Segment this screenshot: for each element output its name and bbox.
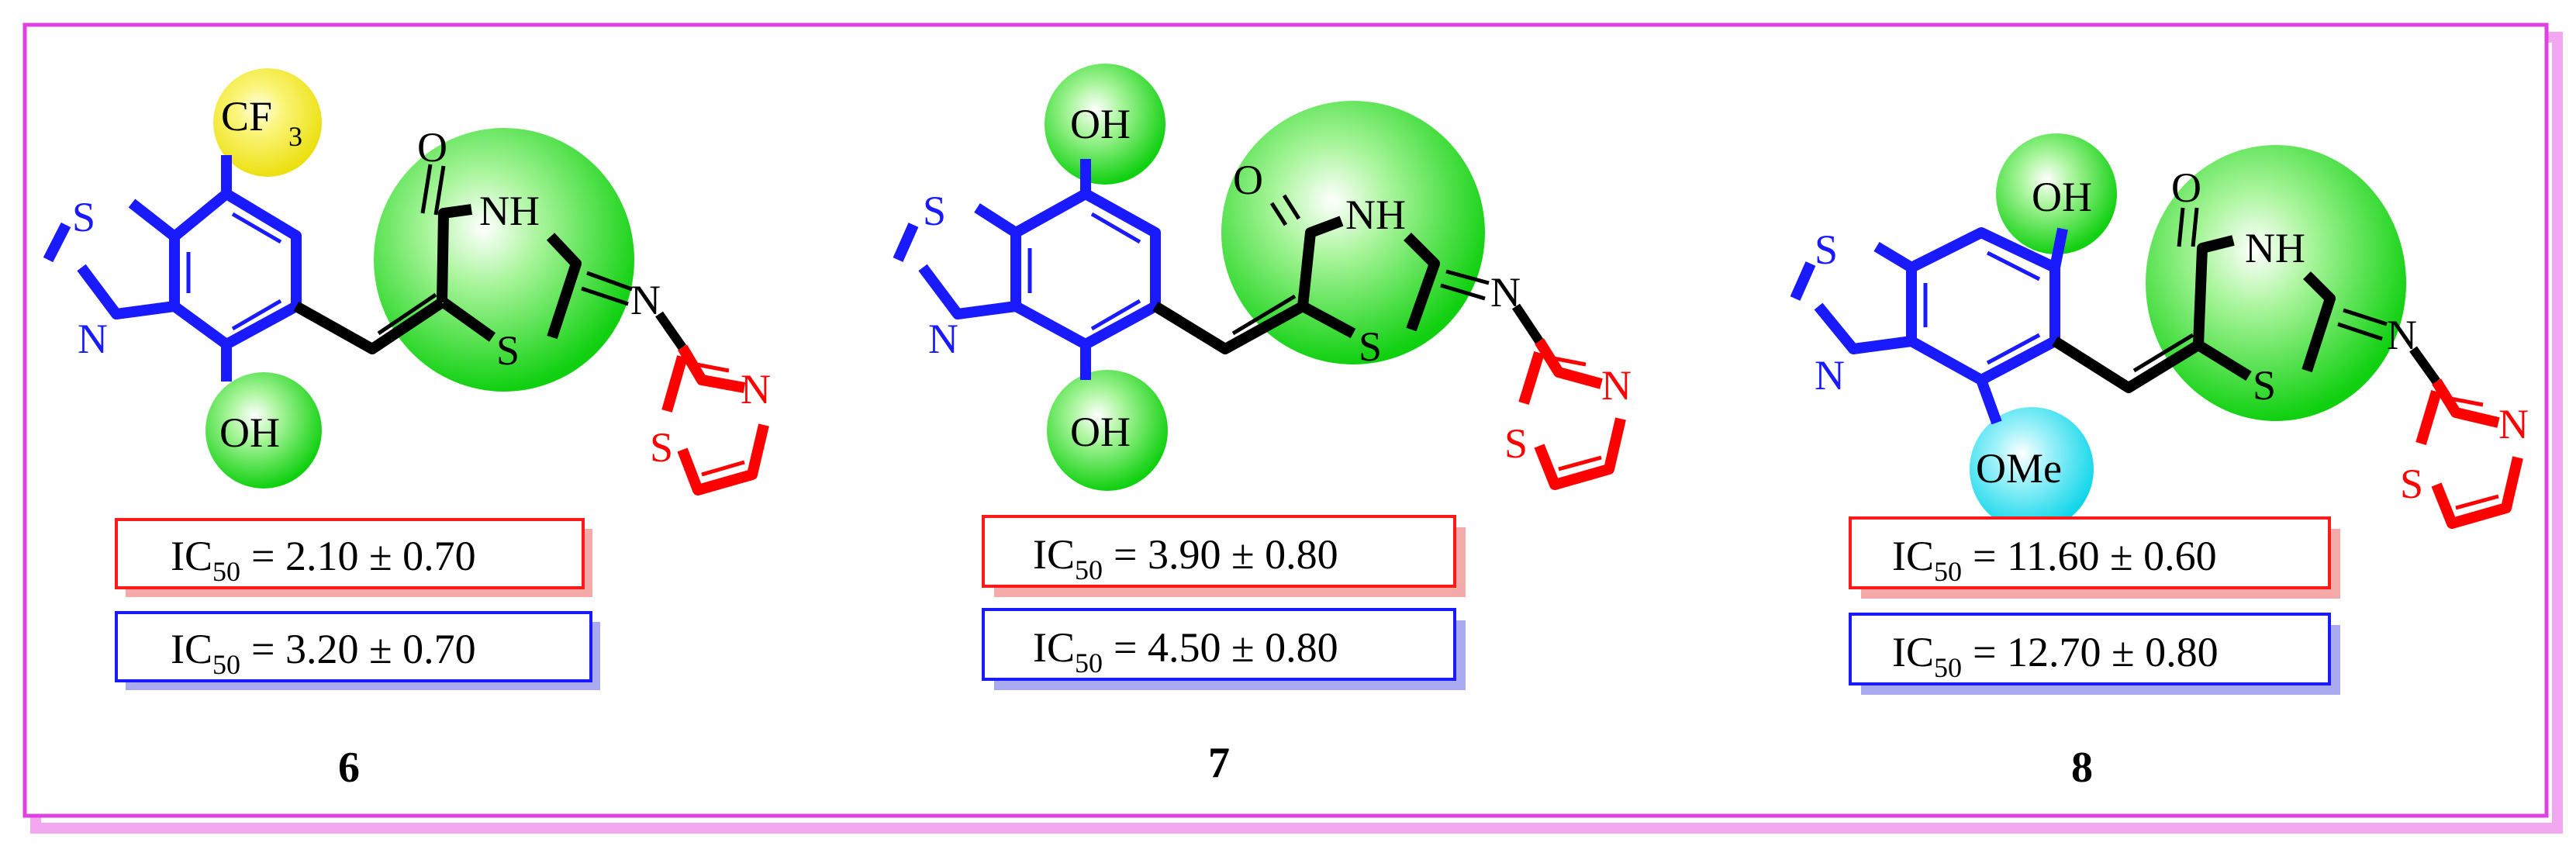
compound-number: 8	[2071, 744, 2093, 792]
imine-link	[1512, 303, 1543, 344]
benzothiazole-inner-bonds	[1923, 250, 2041, 365]
thiazole-double-bonds	[696, 362, 745, 477]
atom-n-thiazole: N	[2498, 401, 2529, 447]
substituent-top: OH	[1070, 101, 1131, 147]
atom-s-benzo: S	[72, 194, 95, 240]
atom-o-carbonyl: O	[417, 124, 447, 171]
substituent-bottom: OH	[219, 409, 280, 456]
double-bonds	[1231, 194, 1490, 336]
thiazolidinone-ring	[1152, 216, 1440, 354]
double-bonds	[2132, 207, 2388, 373]
thiazole-ring	[1518, 338, 1626, 490]
substituent-top-subscript: 3	[288, 121, 302, 152]
substituent-top: OH	[2032, 174, 2092, 220]
atom-s-benzo: S	[923, 188, 946, 234]
atom-s-benzo: S	[1815, 226, 1838, 273]
ic50-box-2-text: IC50= 4.50 ± 0.80	[1033, 624, 1338, 679]
atom-nh: NH	[1345, 192, 1406, 238]
ic50-box-2	[115, 611, 592, 682]
highlight-oh-top-circle	[1045, 64, 1165, 185]
ic50-box-1	[982, 515, 1456, 588]
imine-link	[2409, 346, 2440, 385]
atom-n-benzo: N	[1815, 352, 1845, 399]
atom-o-carbonyl: O	[1233, 157, 1263, 203]
atom-s-thiazole: S	[1504, 420, 1528, 467]
ic50-box-1-text: IC50= 3.90 ± 0.80	[1033, 531, 1338, 585]
compound-number: 6	[338, 744, 360, 792]
atom-n-thiazole: N	[741, 366, 771, 413]
atom-s-thiazole: S	[650, 424, 673, 471]
compound-8: S N OH OMe O NH S N N S IC50= 11.60 ± 0.…	[1790, 133, 2529, 792]
highlight-oh-circle	[1996, 133, 2117, 254]
highlight-cf3-circle	[213, 68, 322, 177]
compound-7: S N OH OH O NH S N N S IC50= 3.90 ± 0.80…	[893, 64, 1632, 787]
atom-n-benzo: N	[928, 316, 958, 362]
atom-n-benzo: N	[78, 316, 108, 362]
thiazolidinone-ring	[293, 204, 582, 354]
thiazole-double-bonds	[2450, 396, 2499, 510]
double-bonds	[377, 164, 633, 336]
benzothiazole-inner-bonds	[186, 212, 282, 331]
highlight-oh-bottom-circle	[1047, 370, 1168, 491]
atom-n-imine: N	[2387, 312, 2417, 358]
highlight-ome-circle	[1970, 407, 2094, 531]
atom-s-thiazolidinone: S	[1359, 323, 1382, 370]
ic50-box-1-text: IC50= 11.60 ± 0.60	[1892, 533, 2217, 587]
atom-n-imine: N	[1490, 269, 1521, 316]
atom-o-carbonyl: O	[2171, 164, 2201, 211]
compound-6: S N CF 3 OH O NH S N N S IC50= 2.10 ± 0.…	[43, 68, 771, 792]
atom-nh: NH	[2245, 225, 2305, 271]
atom-nh: NH	[479, 188, 540, 234]
ic50-box-1	[115, 518, 585, 589]
benzothiazole-inner-bonds	[1027, 212, 1141, 331]
thiazole-double-bonds	[1552, 356, 1602, 471]
ic50-box-2-text: IC50= 3.20 ± 0.70	[171, 626, 476, 680]
ic50-box-1-text: IC50= 2.10 ± 0.70	[171, 533, 476, 587]
ic50-box-2	[982, 608, 1456, 681]
ic50-box-2-text: IC50= 12.70 ± 0.80	[1892, 629, 2219, 683]
atom-n-thiazole: N	[1601, 362, 1632, 409]
thiazole-ring	[2415, 378, 2523, 529]
ic50-box-2	[1849, 613, 2331, 685]
substituent-bottom: OH	[1070, 409, 1131, 455]
ic50-box-1	[1849, 516, 2331, 589]
atom-n-imine: N	[630, 277, 661, 323]
thiazolidinone-ring	[2052, 235, 2336, 393]
substituent-top: CF	[221, 93, 272, 140]
atom-s-thiazolidinone: S	[496, 327, 520, 374]
compound-number: 7	[1208, 739, 1230, 787]
highlight-oh-circle	[205, 372, 322, 489]
imine-link	[655, 311, 686, 350]
substituent-bottom: OMe	[1976, 445, 2062, 492]
atom-s-thiazole: S	[2400, 461, 2423, 507]
thiazole-ring	[661, 344, 769, 496]
atom-s-thiazolidinone: S	[2253, 362, 2276, 409]
